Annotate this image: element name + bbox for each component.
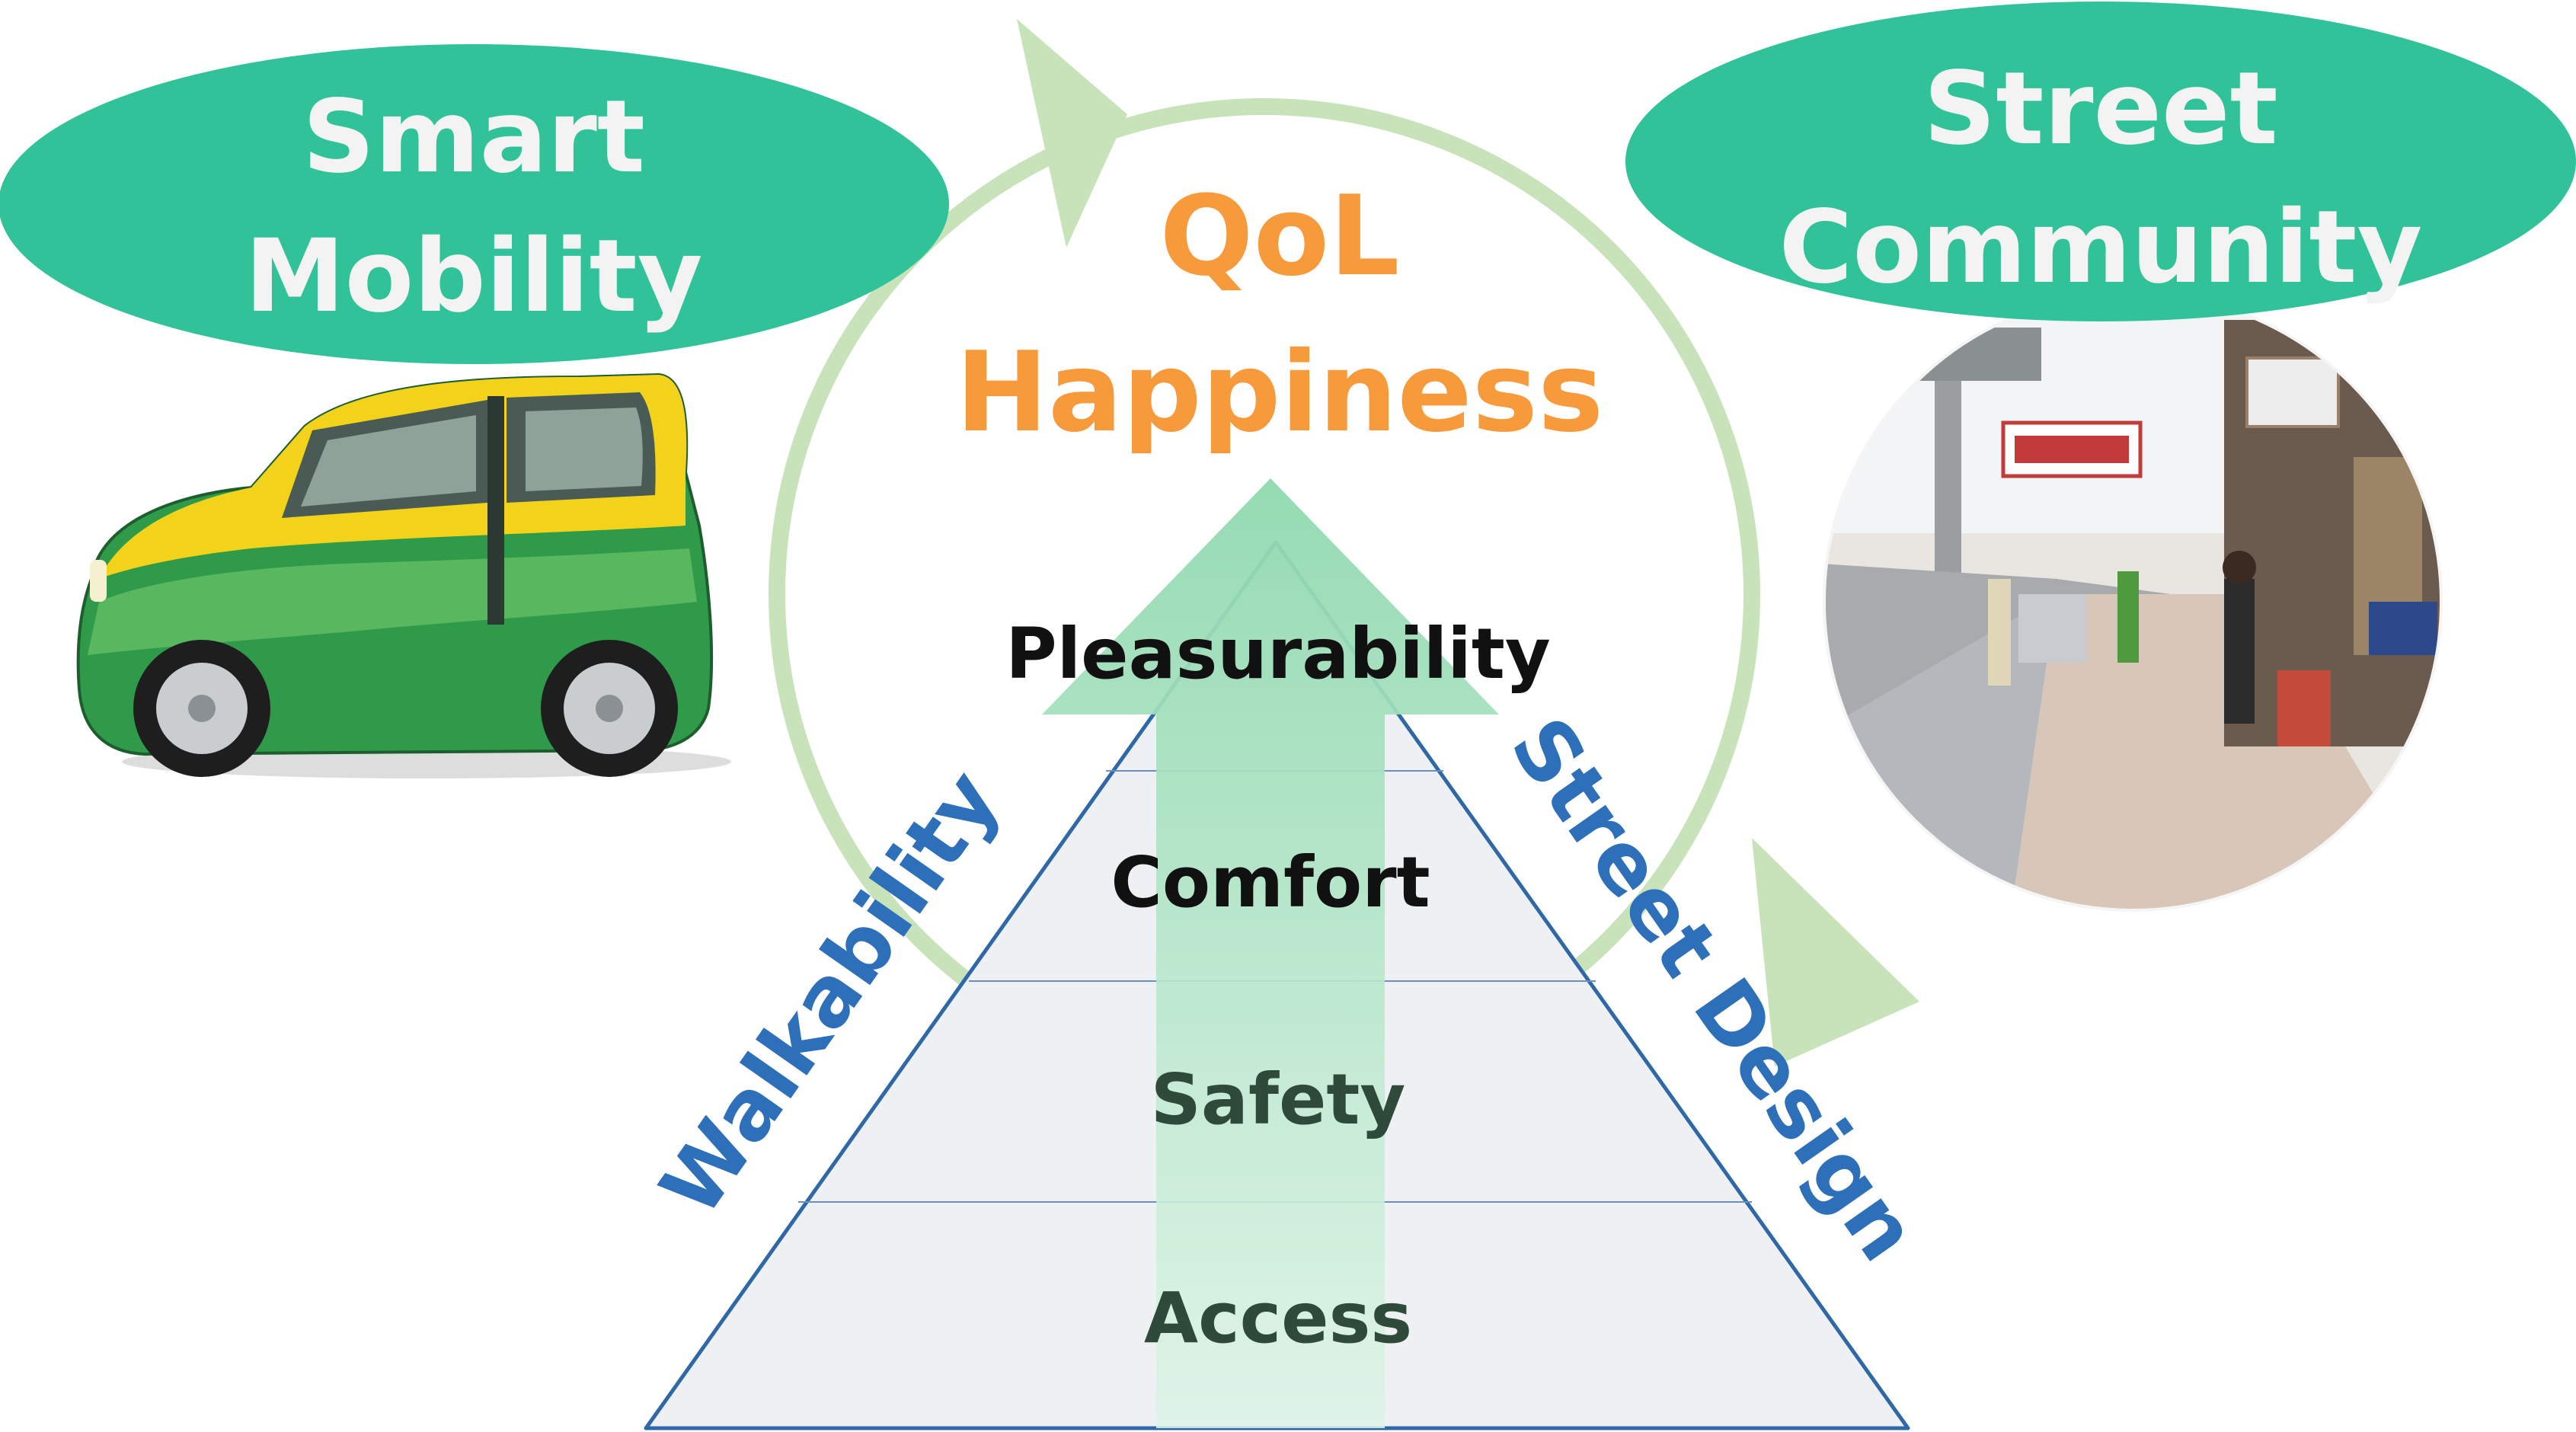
- happiness-title: Happiness: [956, 328, 1604, 457]
- level-safety: Safety: [1151, 1059, 1406, 1140]
- smart-mobility-line1: Smart: [302, 78, 645, 196]
- street-community-bubble: Street Community: [1625, 2, 2576, 321]
- qol-title: QoL: [1159, 172, 1399, 301]
- level-access: Access: [1144, 1277, 1412, 1359]
- street-community-line2: Community: [1779, 189, 2423, 306]
- level-pleasurability: Pleasurability: [1005, 613, 1551, 695]
- car-image: [76, 372, 731, 778]
- cycle-arrowhead-top: [1017, 19, 1127, 248]
- cycle-arrowhead-right: [1752, 838, 1919, 1066]
- street-community-line1: Street: [1923, 50, 2277, 168]
- smart-mobility-line2: Mobility: [244, 218, 702, 335]
- level-comfort: Comfort: [1111, 842, 1430, 923]
- up-arrow: [1042, 478, 1499, 1428]
- smart-mobility-bubble: Smart Mobility: [0, 44, 949, 364]
